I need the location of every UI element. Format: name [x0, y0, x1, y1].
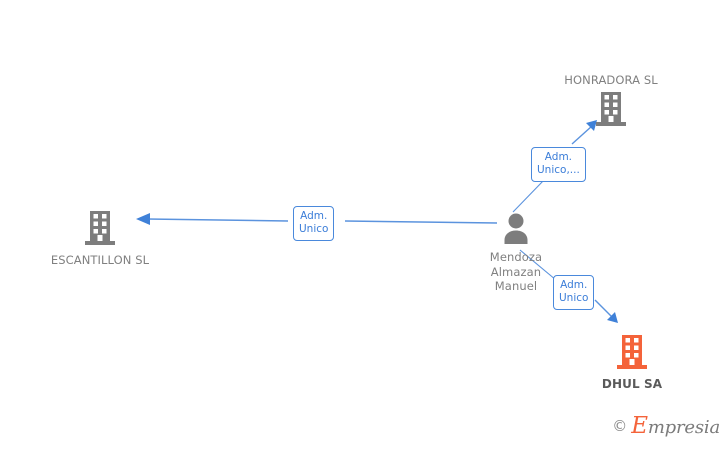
node-label-honradora-sl: HONRADORA SL: [564, 73, 658, 87]
empresia-watermark: © Empresia: [612, 415, 720, 438]
building-icon: [617, 334, 647, 374]
edge-label-line-1: Adm.: [300, 210, 328, 222]
copyright-icon: ©: [612, 417, 628, 435]
node-label-escantillon-sl: ESCANTILLON SL: [50, 253, 150, 267]
node-mendoza-almazan-manuel[interactable]: Mendoza Almazan Manuel: [446, 212, 586, 294]
edge-label-line-1: Adm.: [560, 279, 588, 291]
edge-label-mendoza-to-escantillon[interactable]: Adm. Unico: [293, 206, 335, 241]
brand-wordmark: Empresia: [631, 415, 720, 438]
edge-label-mendoza-to-dhul[interactable]: Adm. Unico: [553, 275, 595, 310]
node-honradora-sl[interactable]: HONRADORA SL: [541, 70, 681, 131]
node-label-dhul-sa: DHUL SA: [601, 377, 663, 391]
person-icon: [499, 212, 533, 248]
edge-label-line-2: Unico,...: [537, 164, 580, 176]
edge-label-mendoza-to-honradora[interactable]: Adm. Unico,...: [531, 147, 586, 182]
node-dhul-sa[interactable]: DHUL SA: [562, 334, 702, 391]
edge-label-line-2: Unico: [559, 292, 589, 304]
building-icon: [85, 210, 115, 250]
edge-label-line-2: Unico: [299, 223, 329, 235]
node-label-mendoza-almazan-manuel: Mendoza Almazan Manuel: [489, 250, 543, 293]
brand-rest: mpresia: [647, 417, 720, 438]
edge-label-line-1: Adm.: [544, 151, 573, 163]
brand-initial: E: [631, 413, 648, 439]
building-icon: [596, 91, 626, 131]
arrowhead-dhul: [607, 312, 618, 323]
node-escantillon-sl[interactable]: ESCANTILLON SL: [30, 210, 170, 267]
